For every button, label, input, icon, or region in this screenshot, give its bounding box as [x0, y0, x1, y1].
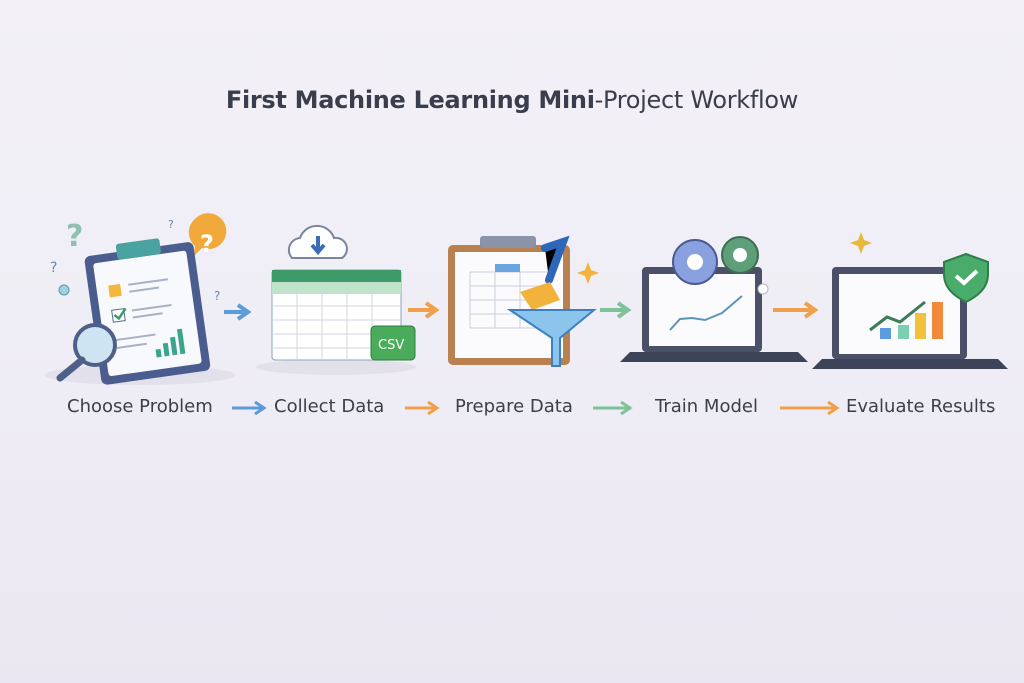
clipboard-checklist-magnifier-icon: ? ? ? ? ?: [45, 213, 235, 385]
step-train-model: Train Model: [655, 396, 758, 417]
step-evaluate-results: Evaluate Results: [846, 396, 996, 417]
svg-text:?: ?: [50, 260, 57, 276]
title-bold: First Machine Learning Mini: [225, 86, 595, 114]
spreadsheet-cloud-download-icon: CSV: [256, 224, 416, 375]
arrow-2: [408, 301, 440, 319]
label-arrow-3: [593, 400, 633, 416]
label-arrow-4: [780, 400, 840, 416]
csv-badge: CSV: [378, 338, 404, 353]
arrow-3: [600, 301, 632, 319]
svg-text:?: ?: [214, 289, 220, 303]
title-rest: -Project Workflow: [594, 86, 799, 114]
svg-text:?: ?: [200, 230, 214, 258]
step-choose-problem: Choose Problem: [67, 396, 213, 417]
arrow-4: [773, 301, 819, 319]
page-title: First Machine Learning Mini-Project Work…: [0, 86, 1024, 114]
step-prepare-data: Prepare Data: [455, 396, 573, 417]
label-arrow-2: [405, 400, 440, 416]
arrow-1: [224, 303, 252, 321]
laptop-gears-chart-icon: [620, 236, 808, 362]
svg-text:?: ?: [66, 219, 83, 254]
clipboard-brush-funnel-icon: [448, 235, 599, 367]
svg-text:?: ?: [168, 218, 174, 231]
label-arrow-1: [232, 400, 267, 416]
step-collect-data: Collect Data: [274, 396, 385, 417]
laptop-bar-chart-shield-icon: [812, 232, 1008, 369]
